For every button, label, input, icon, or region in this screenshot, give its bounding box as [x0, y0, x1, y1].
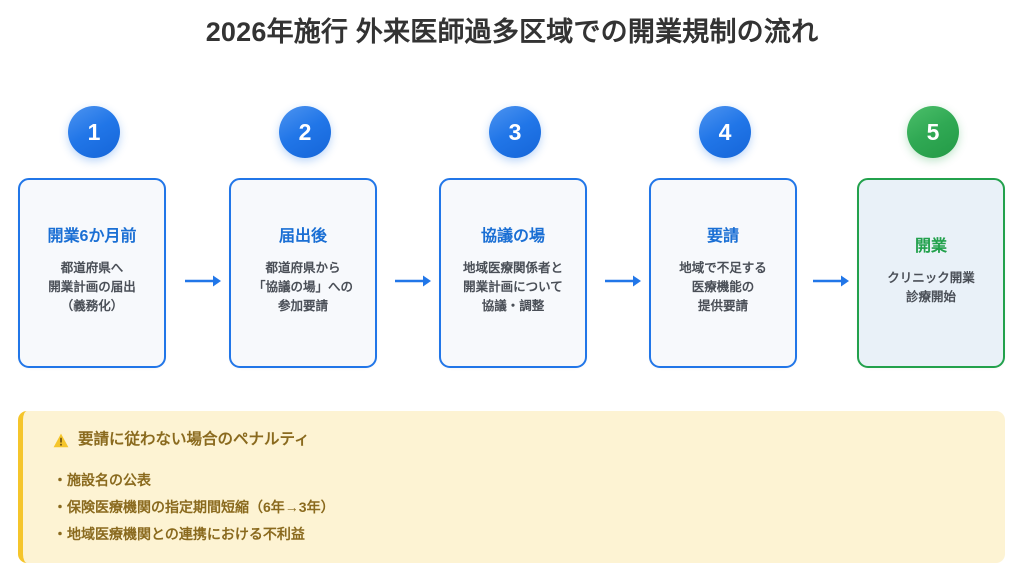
step-heading-5: 開業 [914, 237, 947, 255]
step-heading-2: 届出後 [278, 228, 327, 245]
step-body-4: 地域で不足する 医療機能の 提供要請 [679, 259, 767, 316]
step-body-line: クリニック開業 [887, 270, 975, 285]
step-body-line: 参加要請 [277, 299, 328, 313]
step-badge-1: 1 [68, 106, 120, 158]
step-body-line: 診療開始 [905, 289, 956, 304]
step-card-2: 届出後 都道府県から 「協議の場」への 参加要請 [229, 178, 377, 368]
step-heading-4: 要請 [706, 228, 739, 245]
flow-step-4: 4 要請 地域で不足する 医療機能の 提供要請 [649, 104, 801, 376]
step-badge-2: 2 [279, 106, 331, 158]
step-body-line: 開業計画の届出 [48, 280, 136, 294]
step-body-line: 地域医療関係者と [462, 261, 563, 275]
step-body-2: 都道府県から 「協議の場」への 参加要請 [253, 259, 353, 316]
arrow-right-icon [605, 274, 645, 288]
penalty-list-item: ・地域医療機関との連携における不利益 [53, 526, 305, 542]
step-badge-5: 5 [907, 106, 959, 158]
flow-step-5: 5 開業 クリニック開業 診療開始 [857, 104, 1009, 376]
step-body-line: 開業計画について [463, 280, 563, 294]
step-body-line: （義務化） [60, 299, 124, 313]
step-card-1: 開業6か月前 都道府県へ 開業計画の届出 （義務化） [18, 178, 166, 368]
step-body-line: 都道府県から [265, 261, 341, 275]
step-heading-1: 開業6か月前 [47, 228, 137, 245]
arrow-right-icon [185, 274, 225, 288]
step-badge-4: 4 [699, 106, 751, 158]
step-badge-3: 3 [489, 106, 541, 158]
step-body-line: 提供要請 [697, 299, 748, 313]
arrow-right-icon [395, 274, 435, 288]
step-card-5: 開業 クリニック開業 診療開始 [857, 178, 1005, 368]
penalty-list-item: ・施設名の公表 [53, 472, 151, 488]
step-body-5: クリニック開業 診療開始 [887, 269, 975, 307]
penalty-list: ・施設名の公表 ・保険医療機関の指定期間短縮（6年→3年） ・地域医療機関との連… [53, 467, 1005, 548]
penalty-list-item: ・保険医療機関の指定期間短縮（6年→3年） [53, 499, 335, 515]
step-card-4: 要請 地域で不足する 医療機能の 提供要請 [649, 178, 797, 368]
penalty-title-text: 要請に従わない場合のペナルティ [78, 431, 310, 448]
flow-step-1: 1 開業6か月前 都道府県へ 開業計画の届出 （義務化） [18, 104, 170, 376]
penalty-title: 要請に従わない場合のペナルティ [53, 429, 1005, 451]
warning-triangle-icon [53, 433, 69, 448]
step-body-line: 都道府県へ [60, 261, 124, 275]
step-body-line: 地域で不足する [679, 261, 767, 275]
step-heading-3: 協議の場 [480, 228, 545, 245]
step-body-3: 地域医療関係者と 開業計画について 協議・調整 [463, 259, 563, 316]
step-card-3: 協議の場 地域医療関係者と 開業計画について 協議・調整 [439, 178, 587, 368]
flow-step-2: 2 届出後 都道府県から 「協議の場」への 参加要請 [229, 104, 381, 376]
flow-step-3: 3 協議の場 地域医療関係者と 開業計画について 協議・調整 [439, 104, 591, 376]
step-body-1: 都道府県へ 開業計画の届出 （義務化） [48, 259, 136, 316]
arrow-right-icon [813, 274, 853, 288]
step-body-line: 医療機能の [691, 280, 755, 294]
step-body-line: 協議・調整 [481, 299, 545, 313]
step-body-line: 「協議の場」への [252, 280, 353, 294]
page-title: 2026年施行 外来医師過多区域での開業規制の流れ [205, 17, 819, 47]
process-flow: 1 開業6か月前 都道府県へ 開業計画の届出 （義務化） 2 届出後 都道府県か… [18, 104, 1008, 376]
penalty-callout: 要請に従わない場合のペナルティ ・施設名の公表 ・保険医療機関の指定期間短縮（6… [18, 411, 1005, 563]
